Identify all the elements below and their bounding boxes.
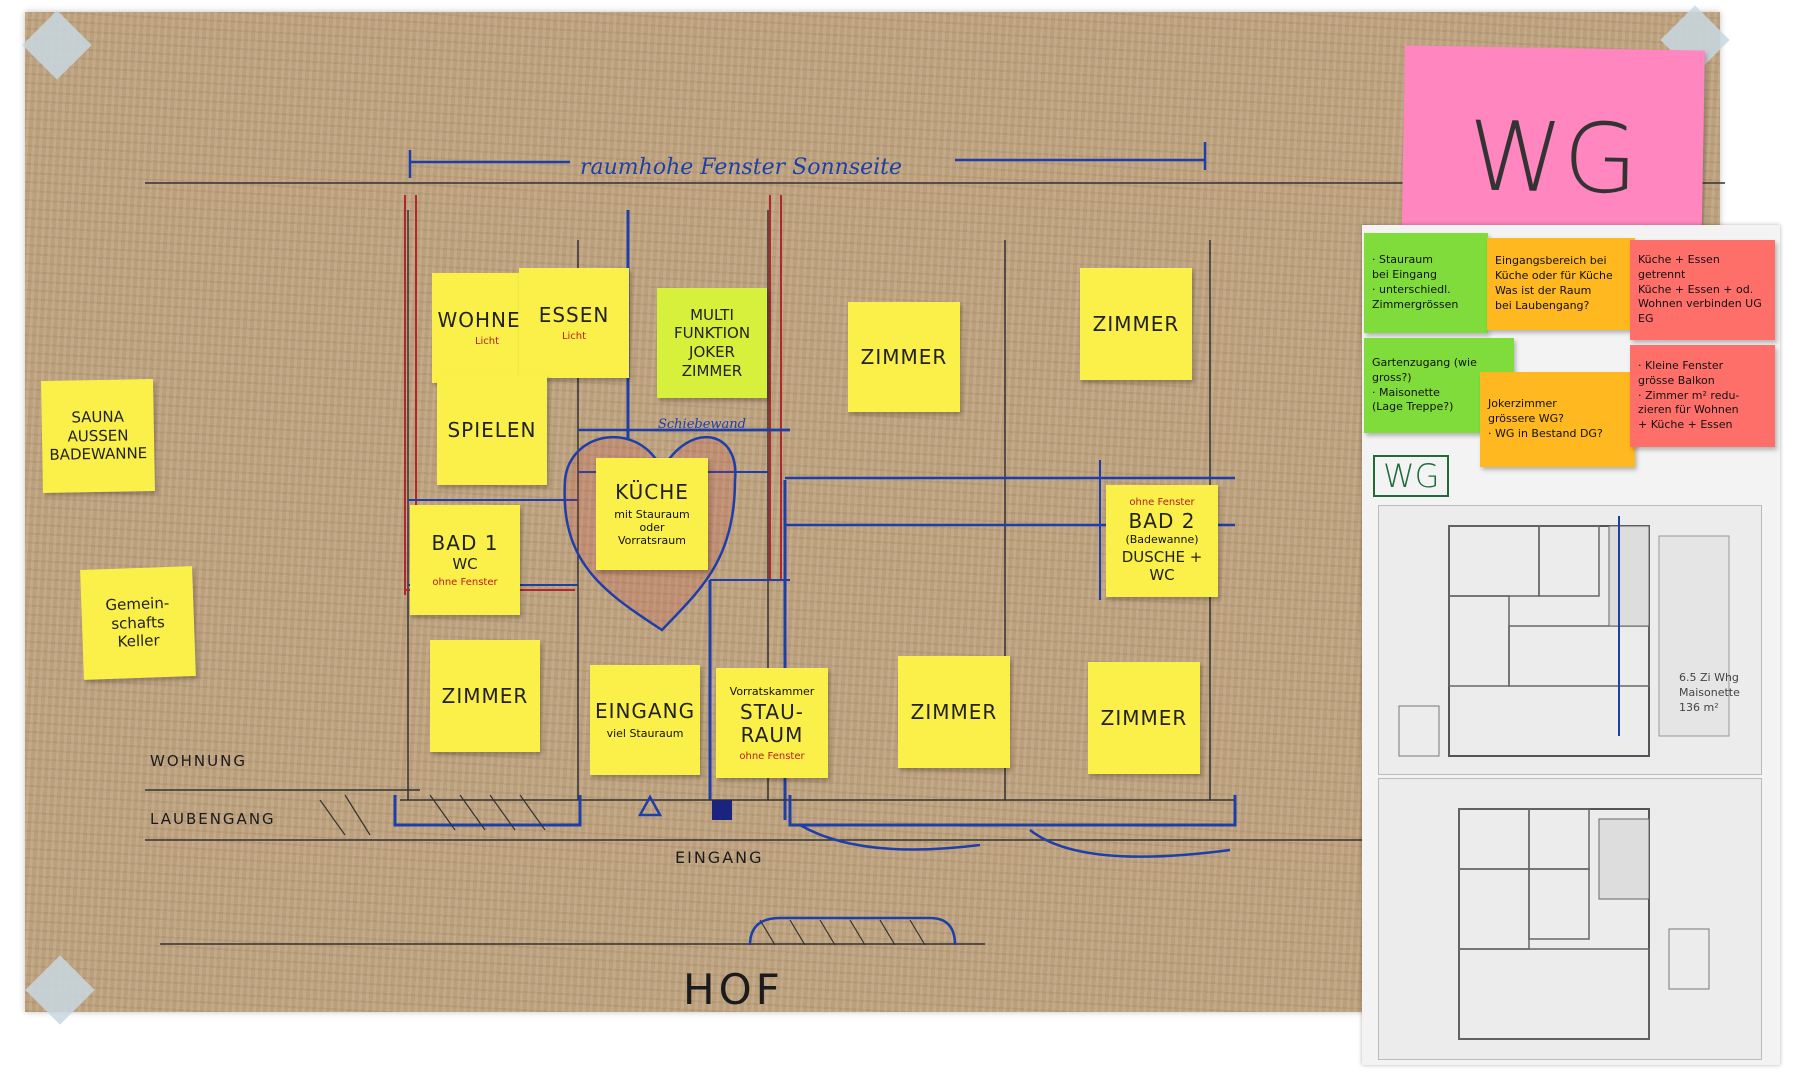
note-line: Zimmergrössen xyxy=(1372,297,1459,311)
note-sub: Licht xyxy=(474,336,500,347)
sticky-note-stauraum: Vorratskammer STAU-RAUM ohne Fenster xyxy=(716,668,828,778)
sliding-wall-label: Schiebewand xyxy=(658,417,746,432)
sticky-note-zimmer: ZIMMER xyxy=(1080,268,1192,380)
wg-note-kitchen: Küche + Essen getrennt Küche + Essen + o… xyxy=(1630,240,1775,340)
sticky-note-kueche: KÜCHE mit Stauraum oder Vorratsraum xyxy=(596,458,708,570)
note-line: · WG in Bestand DG? xyxy=(1488,426,1603,440)
note-line: · Zimmer m² redu- xyxy=(1638,388,1740,402)
laubengang-label: LAUBENGANG xyxy=(150,810,276,828)
note-line: bei Eingang xyxy=(1372,268,1437,282)
note-line: · Kleine Fenster xyxy=(1638,358,1724,372)
note-line: DUSCHE + WC xyxy=(1121,547,1203,585)
sticky-note-sauna: SAUNA AUSSEN BADEWANNE xyxy=(41,379,155,493)
sticky-note-bad2: ohne Fenster BAD 2 (Badewanne) DUSCHE + … xyxy=(1106,485,1218,597)
plan-caption-line: Maisonette xyxy=(1679,686,1740,699)
note-line: · unterschiedl. xyxy=(1372,283,1451,296)
note-title: SPIELEN xyxy=(447,417,537,442)
note-line: SAUNA xyxy=(71,407,125,427)
plan-caption-line: 136 m² xyxy=(1679,701,1719,714)
note-title: ZIMMER xyxy=(860,344,948,369)
wg-title: WG xyxy=(1467,100,1639,216)
note-line: bei Laubengang? xyxy=(1495,298,1590,312)
wg-note-entrance: Eingangsbereich bei Küche oder für Küche… xyxy=(1487,238,1635,330)
note-line: AUSSEN xyxy=(67,426,129,446)
note-title: ESSEN xyxy=(538,303,610,327)
note-line: (Lage Treppe?) xyxy=(1372,400,1454,414)
note-line: WC xyxy=(452,554,478,573)
sticky-note-zimmer: ZIMMER xyxy=(1088,662,1200,774)
note-title: ZIMMER xyxy=(910,699,998,724)
wg-note-joker: Jokerzimmer grössere WG? · WG in Bestand… xyxy=(1480,372,1635,467)
floor-plan-drawing xyxy=(1458,808,1710,1040)
note-title: ZIMMER xyxy=(1092,311,1180,336)
note-line: Gemein- xyxy=(105,593,170,614)
note-line: Küche + Essen + od. xyxy=(1638,282,1754,296)
note-line: JOKER xyxy=(689,343,735,361)
floor-plan-upper: 6.5 Zi Whg Maisonette 136 m² xyxy=(1378,505,1762,775)
wg-label: WG xyxy=(1373,455,1450,497)
entrance-label: EINGANG xyxy=(675,848,764,867)
note-line: getrennt xyxy=(1638,267,1686,281)
note-line: Jokerzimmer xyxy=(1488,397,1557,411)
note-sub: ohne Fenster xyxy=(739,750,805,762)
note-line: Küche + Essen xyxy=(1638,252,1720,266)
note-title: WOHNEN xyxy=(437,308,537,332)
note-line: Eingangsbereich bei xyxy=(1495,254,1607,268)
note-line: FUNKTION xyxy=(673,324,751,343)
floor-plan-drawing xyxy=(1398,516,1730,757)
note-sub: mit Stauraum oder Vorratsraum xyxy=(614,508,690,547)
note-line: Wohnen verbinden UG EG xyxy=(1638,297,1762,326)
note-line: grösse Balkon xyxy=(1638,373,1715,387)
note-line: · Stauraum xyxy=(1372,253,1433,267)
note-sub: ohne Fenster xyxy=(1129,496,1195,508)
floor-plan-lower xyxy=(1378,778,1762,1060)
note-sub: viel Stauraum xyxy=(606,727,684,740)
sticky-note-spielen: SPIELEN xyxy=(437,375,547,485)
sticky-note-essen: ESSEN Licht xyxy=(519,268,629,378)
hof-label: HOF xyxy=(683,965,784,1014)
note-line: zieren für Wohnen xyxy=(1638,403,1739,417)
note-title: KÜCHE xyxy=(615,480,689,504)
top-window-label: raumhohe Fenster Sonnseite xyxy=(580,155,903,180)
sticky-note-multifunction: MULTI FUNKTION JOKER ZIMMER xyxy=(657,288,767,398)
sticky-note-bad1: BAD 1 WC ohne Fenster xyxy=(410,505,520,615)
note-line: ZIMMER xyxy=(681,361,743,380)
note-sub: ohne Fenster xyxy=(432,577,498,589)
note-sub: Vorratskammer xyxy=(729,684,815,698)
note-line: + Küche + Essen xyxy=(1638,418,1733,432)
note-line: (Badewanne) xyxy=(1125,532,1199,546)
note-line: BADEWANNE xyxy=(49,444,148,465)
note-line: Was ist der Raum xyxy=(1495,284,1592,297)
note-title: ZIMMER xyxy=(1100,705,1188,730)
note-title: EINGANG xyxy=(594,699,696,723)
note-line: Keller xyxy=(117,631,160,652)
sticky-note-zimmer: ZIMMER xyxy=(848,302,960,412)
sticky-note-zimmer: ZIMMER xyxy=(430,640,540,752)
wg-note-windows: · Kleine Fenster grösse Balkon · Zimmer … xyxy=(1630,345,1775,447)
sticky-note-zimmer: ZIMMER xyxy=(898,656,1010,768)
note-line: Gartenzugang (wie gross?) xyxy=(1372,355,1477,384)
note-line: schafts xyxy=(110,612,166,633)
sticky-note-shared-cellar: Gemein- schafts Keller xyxy=(80,566,196,680)
wohnung-label: WOHNUNG xyxy=(150,752,247,770)
sticky-note-eingang: EINGANG viel Stauraum xyxy=(590,665,700,775)
note-sub: Licht xyxy=(561,331,587,342)
note-title: BAD 2 xyxy=(1128,508,1196,533)
wg-note-storage: · Stauraum bei Eingang · unterschiedl. Z… xyxy=(1364,233,1488,333)
note-line: grössere WG? xyxy=(1488,412,1565,426)
note-title: BAD 1 xyxy=(431,530,499,555)
note-title: ZIMMER xyxy=(441,683,529,708)
note-title: STAU-RAUM xyxy=(740,699,804,747)
note-line: Küche oder für Küche xyxy=(1495,269,1613,283)
plan-caption-line: 6.5 Zi Whg xyxy=(1679,671,1739,684)
note-line: · Maisonette xyxy=(1372,385,1440,399)
note-line: MULTI xyxy=(690,305,734,324)
